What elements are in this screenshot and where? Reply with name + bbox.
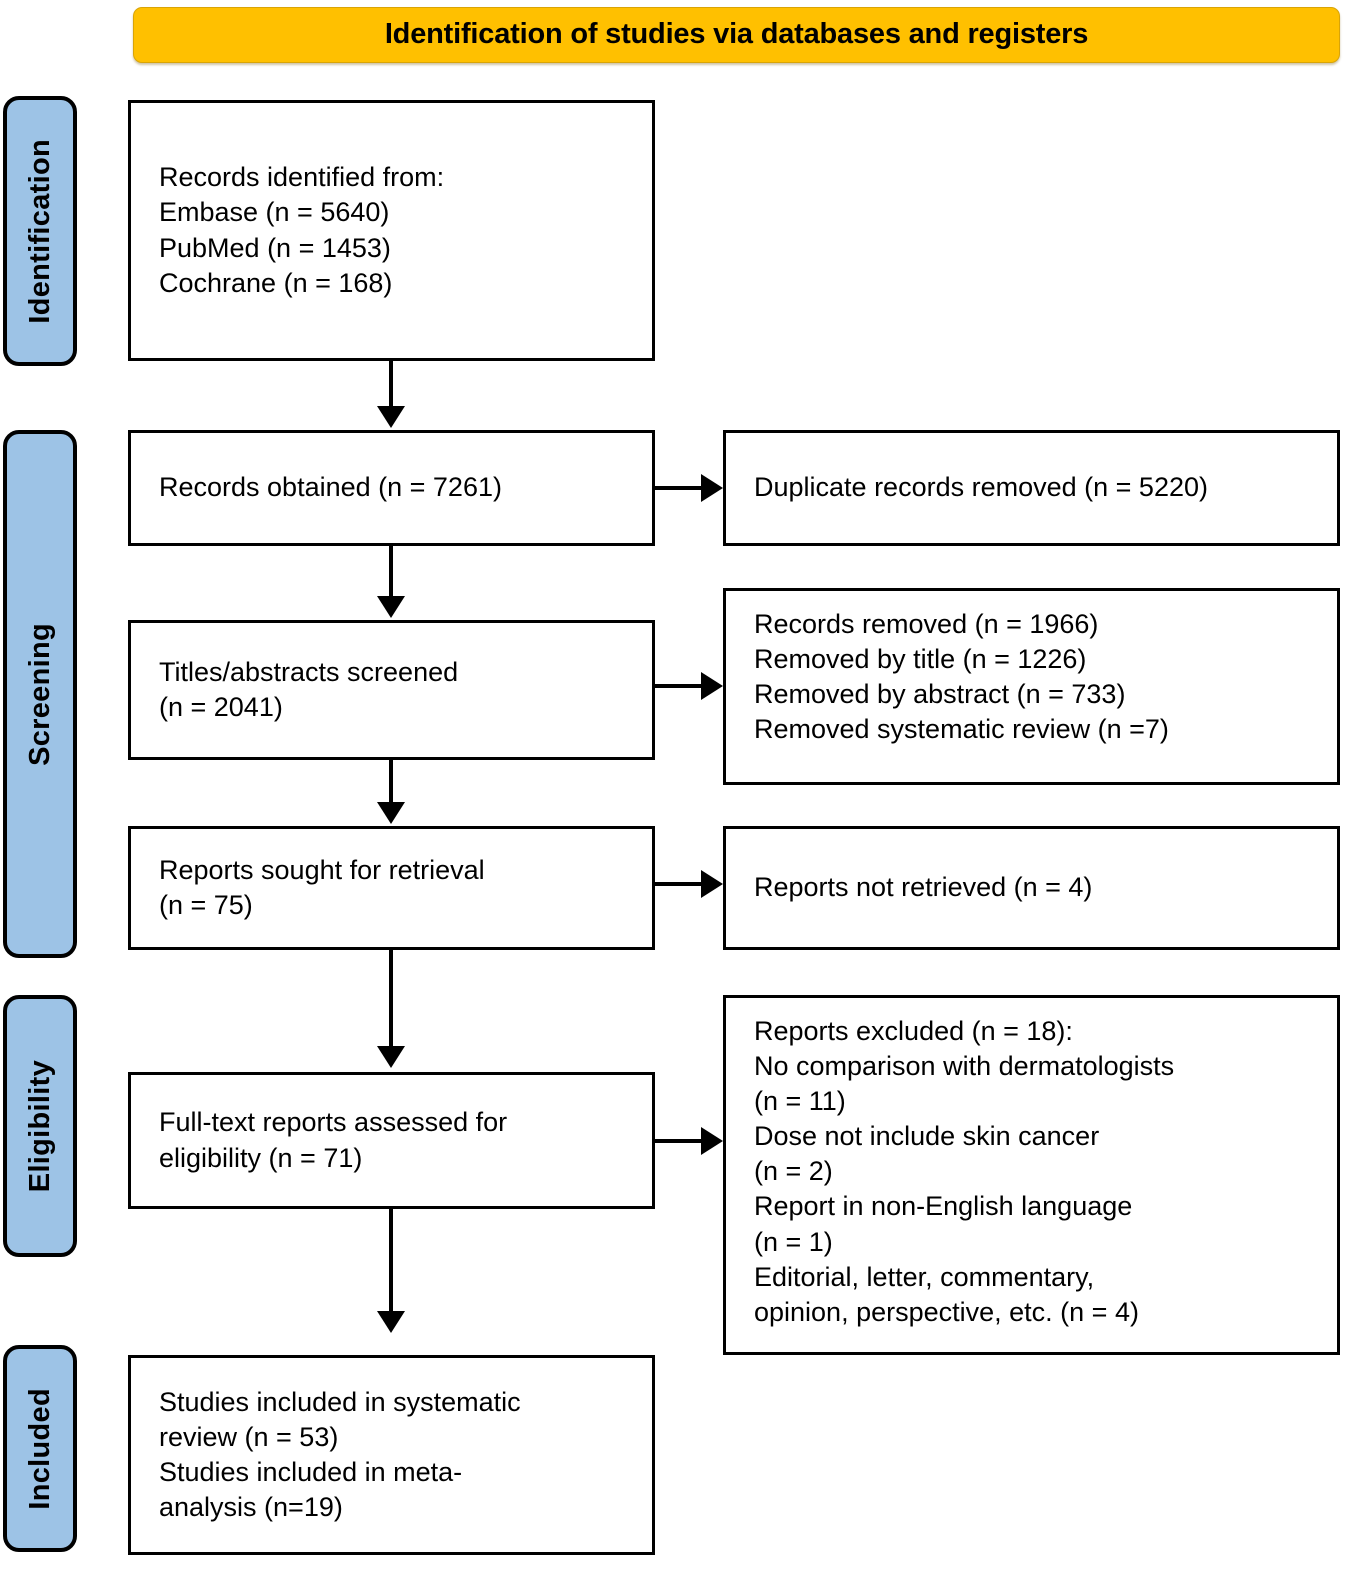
stage-tab-eligibility: Eligibility	[3, 995, 77, 1257]
box-reports-not-retrieved-text: Reports not retrieved (n = 4)	[754, 872, 1093, 903]
box-records-identified-text: Records identified from: Embase (n = 564…	[159, 162, 445, 298]
connector-sought-to-not-retrieved	[655, 882, 705, 886]
stage-tab-included-label: Included	[23, 1387, 56, 1510]
phase-banner: Identification of studies via databases …	[133, 7, 1340, 63]
box-fulltext-reports-assessed-text: Full-text reports assessed for eligibili…	[159, 1107, 508, 1173]
box-reports-sought-for-retrieval-text: Reports sought for retrieval (n = 75)	[159, 854, 485, 920]
box-records-removed: Records removed (n = 1966) Removed by ti…	[723, 588, 1340, 785]
box-duplicate-records-removed-text: Duplicate records removed (n = 5220)	[754, 472, 1208, 503]
box-titles-abstracts-screened-text: Titles/abstracts screened (n = 2041)	[159, 656, 459, 722]
stage-tab-included: Included	[3, 1345, 77, 1552]
box-reports-sought-for-retrieval: Reports sought for retrieval (n = 75)	[128, 826, 655, 950]
stage-tab-eligibility-label: Eligibility	[23, 1059, 56, 1193]
box-records-obtained: Records obtained (n = 7261)	[128, 430, 655, 546]
connector-identified-to-obtained	[389, 361, 393, 408]
box-records-obtained-text: Records obtained (n = 7261)	[159, 472, 502, 503]
stage-tab-identification-label: Identification	[23, 138, 56, 324]
phase-banner-label: Identification of studies via databases …	[384, 18, 1089, 51]
box-records-identified: Records identified from: Embase (n = 564…	[128, 100, 655, 361]
arrowhead-fulltext-to-excluded	[701, 1127, 723, 1155]
arrowhead-screened-to-removed	[701, 672, 723, 700]
box-duplicate-records-removed: Duplicate records removed (n = 5220)	[723, 430, 1340, 546]
connector-obtained-to-duplicates	[655, 486, 705, 490]
box-studies-included: Studies included in systematic review (n…	[128, 1355, 655, 1555]
arrowhead-identified-to-obtained	[377, 406, 405, 428]
box-records-removed-text: Records removed (n = 1966) Removed by ti…	[754, 609, 1169, 745]
connector-fulltext-to-included	[389, 1209, 393, 1313]
stage-tab-identification: Identification	[3, 96, 77, 366]
stage-tab-screening-label: Screening	[23, 622, 56, 766]
box-reports-not-retrieved: Reports not retrieved (n = 4)	[723, 826, 1340, 950]
connector-screened-to-sought	[389, 760, 393, 806]
arrowhead-sought-to-not-retrieved	[701, 870, 723, 898]
arrowhead-screened-to-sought	[377, 802, 405, 824]
arrowhead-obtained-to-duplicates	[701, 474, 723, 502]
arrowhead-obtained-to-screened	[377, 596, 405, 618]
box-reports-excluded-text: Reports excluded (n = 18): No comparison…	[754, 1016, 1175, 1327]
connector-obtained-to-screened	[389, 546, 393, 598]
box-fulltext-reports-assessed: Full-text reports assessed for eligibili…	[128, 1072, 655, 1209]
arrowhead-fulltext-to-included	[377, 1311, 405, 1333]
arrowhead-sought-to-fulltext	[377, 1046, 405, 1068]
connector-screened-to-removed	[655, 684, 705, 688]
stage-tab-screening: Screening	[3, 430, 77, 958]
box-reports-excluded: Reports excluded (n = 18): No comparison…	[723, 995, 1340, 1355]
box-titles-abstracts-screened: Titles/abstracts screened (n = 2041)	[128, 620, 655, 760]
connector-fulltext-to-excluded	[655, 1139, 705, 1143]
connector-sought-to-fulltext	[389, 950, 393, 1048]
box-studies-included-text: Studies included in systematic review (n…	[159, 1386, 521, 1523]
